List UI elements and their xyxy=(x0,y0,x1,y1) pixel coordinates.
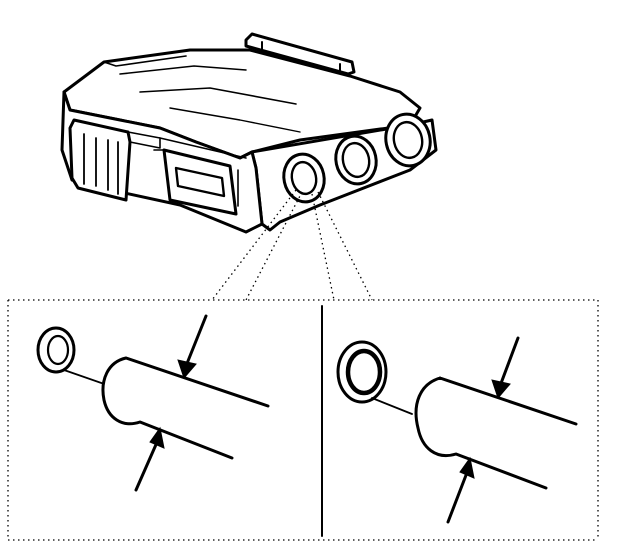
right-arrow-lower xyxy=(446,456,475,524)
detail-frames xyxy=(7,299,599,541)
port-2 xyxy=(334,134,378,186)
right-hose xyxy=(371,376,578,490)
left-arrow-upper xyxy=(177,314,208,379)
left-ring xyxy=(36,326,76,374)
device-left-connector xyxy=(68,118,161,202)
device-unit xyxy=(60,32,438,234)
detail-right xyxy=(336,336,578,524)
port-3 xyxy=(384,112,432,168)
left-hose xyxy=(63,356,270,460)
right-ring xyxy=(336,340,388,404)
port-1 xyxy=(282,152,326,204)
leader-lines xyxy=(211,189,373,301)
left-arrow-lower xyxy=(134,426,165,492)
detail-left xyxy=(36,314,270,492)
device-round-ports xyxy=(282,112,432,204)
device-center-socket xyxy=(153,137,247,216)
right-arrow-upper xyxy=(491,336,520,399)
device-top-bracket xyxy=(244,32,356,76)
